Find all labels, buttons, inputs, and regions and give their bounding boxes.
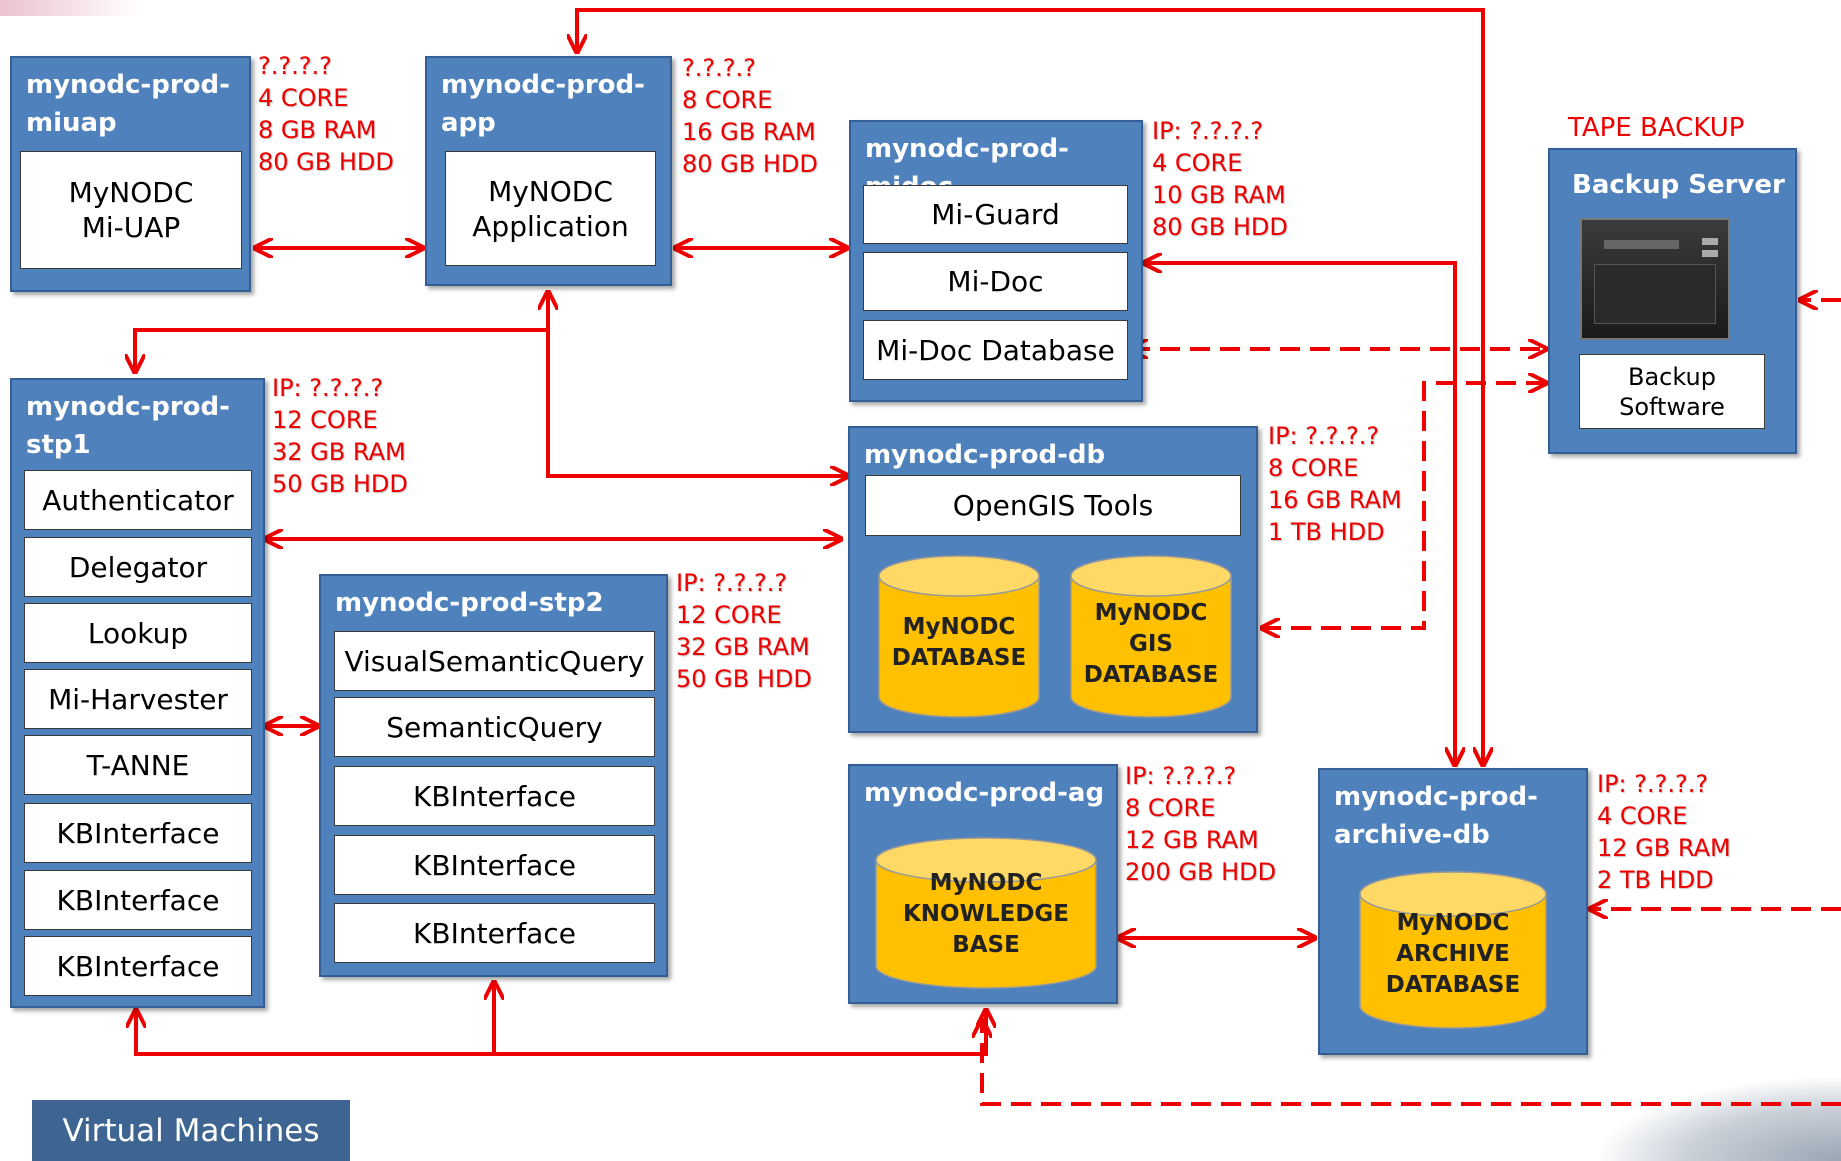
vm-title: mynodc-prod- miuap [26,70,230,138]
component-delegator: Delegator [24,537,252,597]
database-label: MyNODC GIS DATABASE [1083,600,1219,688]
vm-specs: ?.?.?.? 4 CORE 8 GB RAM 80 GB HDD [258,52,394,176]
backup-ag-feed [982,1020,1841,1106]
component-lookup: Lookup [24,603,252,663]
database-cylinder-icon [875,837,1097,989]
vm-specs: IP: ?.?.?.? 8 CORE 12 GB RAM 200 GB HDD [1125,762,1277,886]
vm-stp2: mynodc-prod-stp2 VisualSemanticQuery Sem… [319,574,668,977]
database-cylinder-icon [878,555,1040,718]
tape-drive-icon [1580,218,1730,340]
component-t-anne: T-ANNE [24,735,252,795]
vm-specs: IP: ?.?.?.? 4 CORE 10 GB RAM 80 GB HDD [1152,117,1288,241]
backup-db [1262,383,1546,628]
database-cylinder-icon [1359,871,1547,1029]
vm-db: mynodc-prod-db OpenGIS Tools MyNODC DATA… [848,426,1258,733]
vm-title: mynodc-prod- stp1 [26,392,230,460]
component-mi-doc-database: Mi-Doc Database [863,320,1128,380]
component-mi-doc: Mi-Doc [863,252,1128,311]
component-authenticator: Authenticator [24,470,252,530]
vm-specs: IP: ?.?.?.? 8 CORE 16 GB RAM 1 TB HDD [1268,422,1402,546]
vm-specs: IP: ?.?.?.? 12 CORE 32 GB RAM 50 GB HDD [272,374,408,498]
vm-app: mynodc-prod- app MyNODC Application [425,56,672,286]
link-app-stp1 [135,292,548,372]
component-opengis-tools: OpenGIS Tools [865,475,1241,536]
vm-stp1: mynodc-prod- stp1 Authenticator Delegato… [10,378,265,1008]
vm-specs: IP: ?.?.?.? 4 CORE 12 GB RAM 2 TB HDD [1597,770,1731,894]
database-label: MyNODC DATABASE [891,614,1027,671]
vm-title: mynodc-prod- archive-db [1334,782,1538,850]
corner-decoration [1600,1078,1841,1161]
component-mi-guard: Mi-Guard [863,185,1128,244]
tape-backup-label: TAPE BACKUP [1568,113,1745,143]
backup-server-title: Backup Server [1572,170,1785,200]
database-label: MyNODC KNOWLEDGE BASE [902,870,1070,958]
legend-virtual-machines: Virtual Machines [32,1100,350,1161]
database-cylinder-icon [1070,555,1232,718]
vm-title: mynodc-prod-ag [864,778,1105,808]
vm-title: mynodc-prod-stp2 [335,588,604,618]
link-bottom-bus [136,1010,986,1056]
vm-specs: IP: ?.?.?.? 12 CORE 32 GB RAM 50 GB HDD [676,569,812,693]
component-mi-uap: MyNODC Mi-UAP [20,151,242,269]
vm-midoc: mynodc-prod-midoc Mi-Guard Mi-Doc Mi-Doc… [849,120,1143,402]
database-label: MyNODC ARCHIVE DATABASE [1385,910,1521,998]
component-semantic-query: SemanticQuery [334,697,655,757]
component-kbinterface: KBInterface [334,766,655,826]
component-kbinterface: KBInterface [24,870,252,930]
vm-title: mynodc-prod- app [441,70,645,138]
component-kbinterface: KBInterface [334,835,655,895]
component-visual-semantic-query: VisualSemanticQuery [334,631,655,691]
component-mi-harvester: Mi-Harvester [24,669,252,729]
vm-archive-db: mynodc-prod- archive-db MyNODC ARCHIVE D… [1318,768,1588,1055]
component-kbinterface: KBInterface [334,903,655,963]
component-application: MyNODC Application [445,151,656,266]
link-app-db [546,330,848,476]
component-backup-software: Backup Software [1579,354,1765,429]
vm-miuap: mynodc-prod- miuap MyNODC Mi-UAP [10,56,251,292]
vm-ag: mynodc-prod-ag MyNODC KNOWLEDGE BASE [848,764,1118,1004]
component-kbinterface: KBInterface [24,803,252,863]
header-decoration [0,0,140,16]
vm-specs: ?.?.?.? 8 CORE 16 GB RAM 80 GB HDD [682,54,818,178]
vm-title: mynodc-prod-db [864,440,1106,470]
component-kbinterface: KBInterface [24,936,252,996]
